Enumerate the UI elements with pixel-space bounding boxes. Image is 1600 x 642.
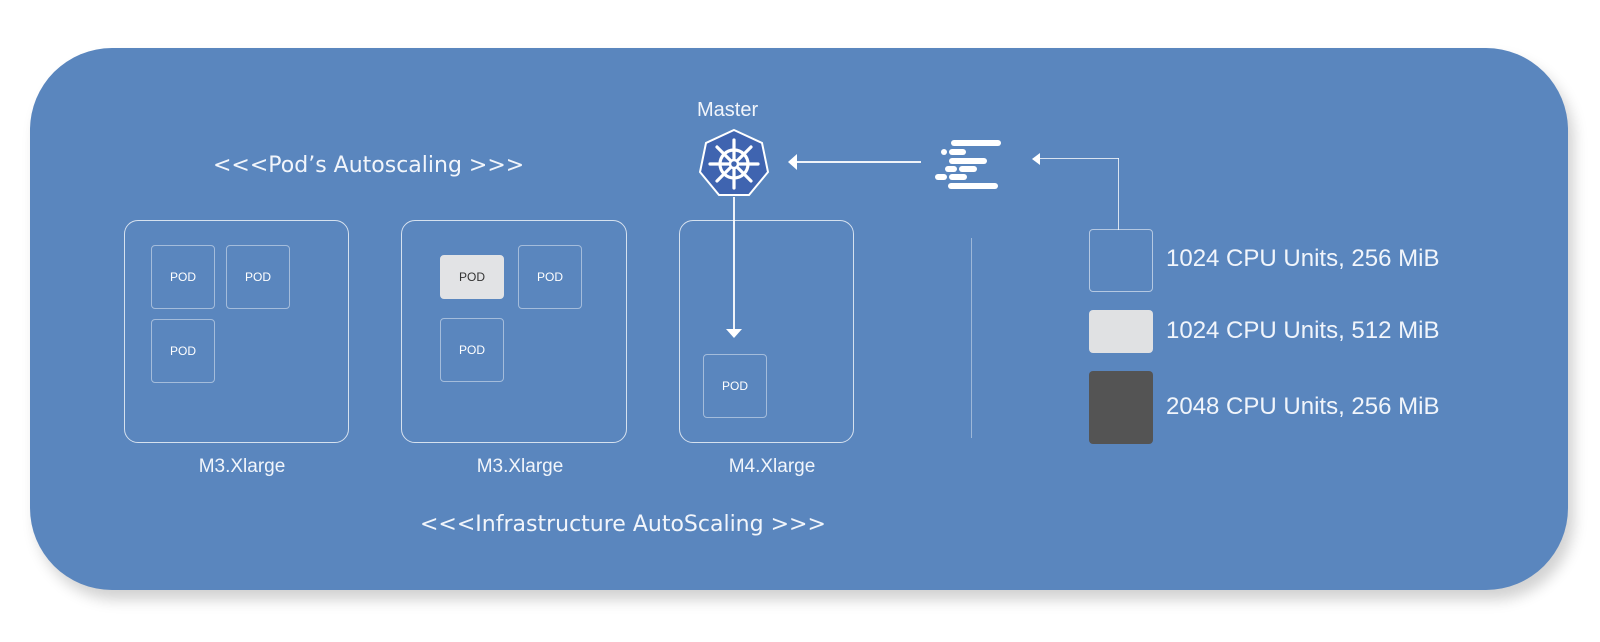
legend-label: 2048 CPU Units, 256 MiB — [1166, 393, 1440, 420]
infrastructure-autoscaling-title: <<<Infrastructure AutoScaling >>> — [420, 512, 826, 537]
node-m3-xlarge-2: POD POD POD — [401, 220, 627, 443]
task-lines-icon — [935, 140, 1001, 189]
legend-label: 1024 CPU Units, 512 MiB — [1166, 317, 1440, 344]
legend-swatch-dark — [1089, 371, 1153, 444]
diagram-panel — [30, 48, 1568, 590]
node-label: M3.Xlarge — [476, 456, 564, 477]
node-label: M4.Xlarge — [728, 456, 816, 477]
master-to-pod-connector — [733, 197, 735, 330]
pod-highlighted: POD — [440, 255, 504, 299]
pod: POD — [703, 354, 767, 418]
arrow-down-icon — [726, 329, 742, 338]
pod: POD — [226, 245, 290, 309]
legend-swatch-outline — [1089, 229, 1153, 292]
pod: POD — [518, 245, 582, 309]
node-m3-xlarge-1: POD POD POD — [124, 220, 349, 443]
arrow-left-small-icon — [1032, 153, 1040, 165]
node-label: M3.Xlarge — [198, 456, 286, 477]
kubernetes-helm-icon — [698, 128, 770, 196]
pod: POD — [440, 318, 504, 382]
legend-label: 1024 CPU Units, 256 MiB — [1166, 245, 1440, 272]
arrow-left-icon — [788, 154, 797, 170]
pod-autoscaling-title: <<<Pod’s Autoscaling >>> — [213, 153, 525, 178]
master-label: Master — [697, 99, 759, 121]
divider-line — [971, 238, 973, 438]
node-m4-xlarge: POD — [679, 220, 854, 443]
scheduler-to-master-connector — [796, 161, 921, 163]
pod: POD — [151, 319, 215, 383]
legend-swatch-light — [1089, 310, 1153, 353]
legend-to-scheduler-connector-v — [1118, 158, 1120, 230]
legend-to-scheduler-connector-h — [1039, 158, 1119, 160]
pod: POD — [151, 245, 215, 309]
